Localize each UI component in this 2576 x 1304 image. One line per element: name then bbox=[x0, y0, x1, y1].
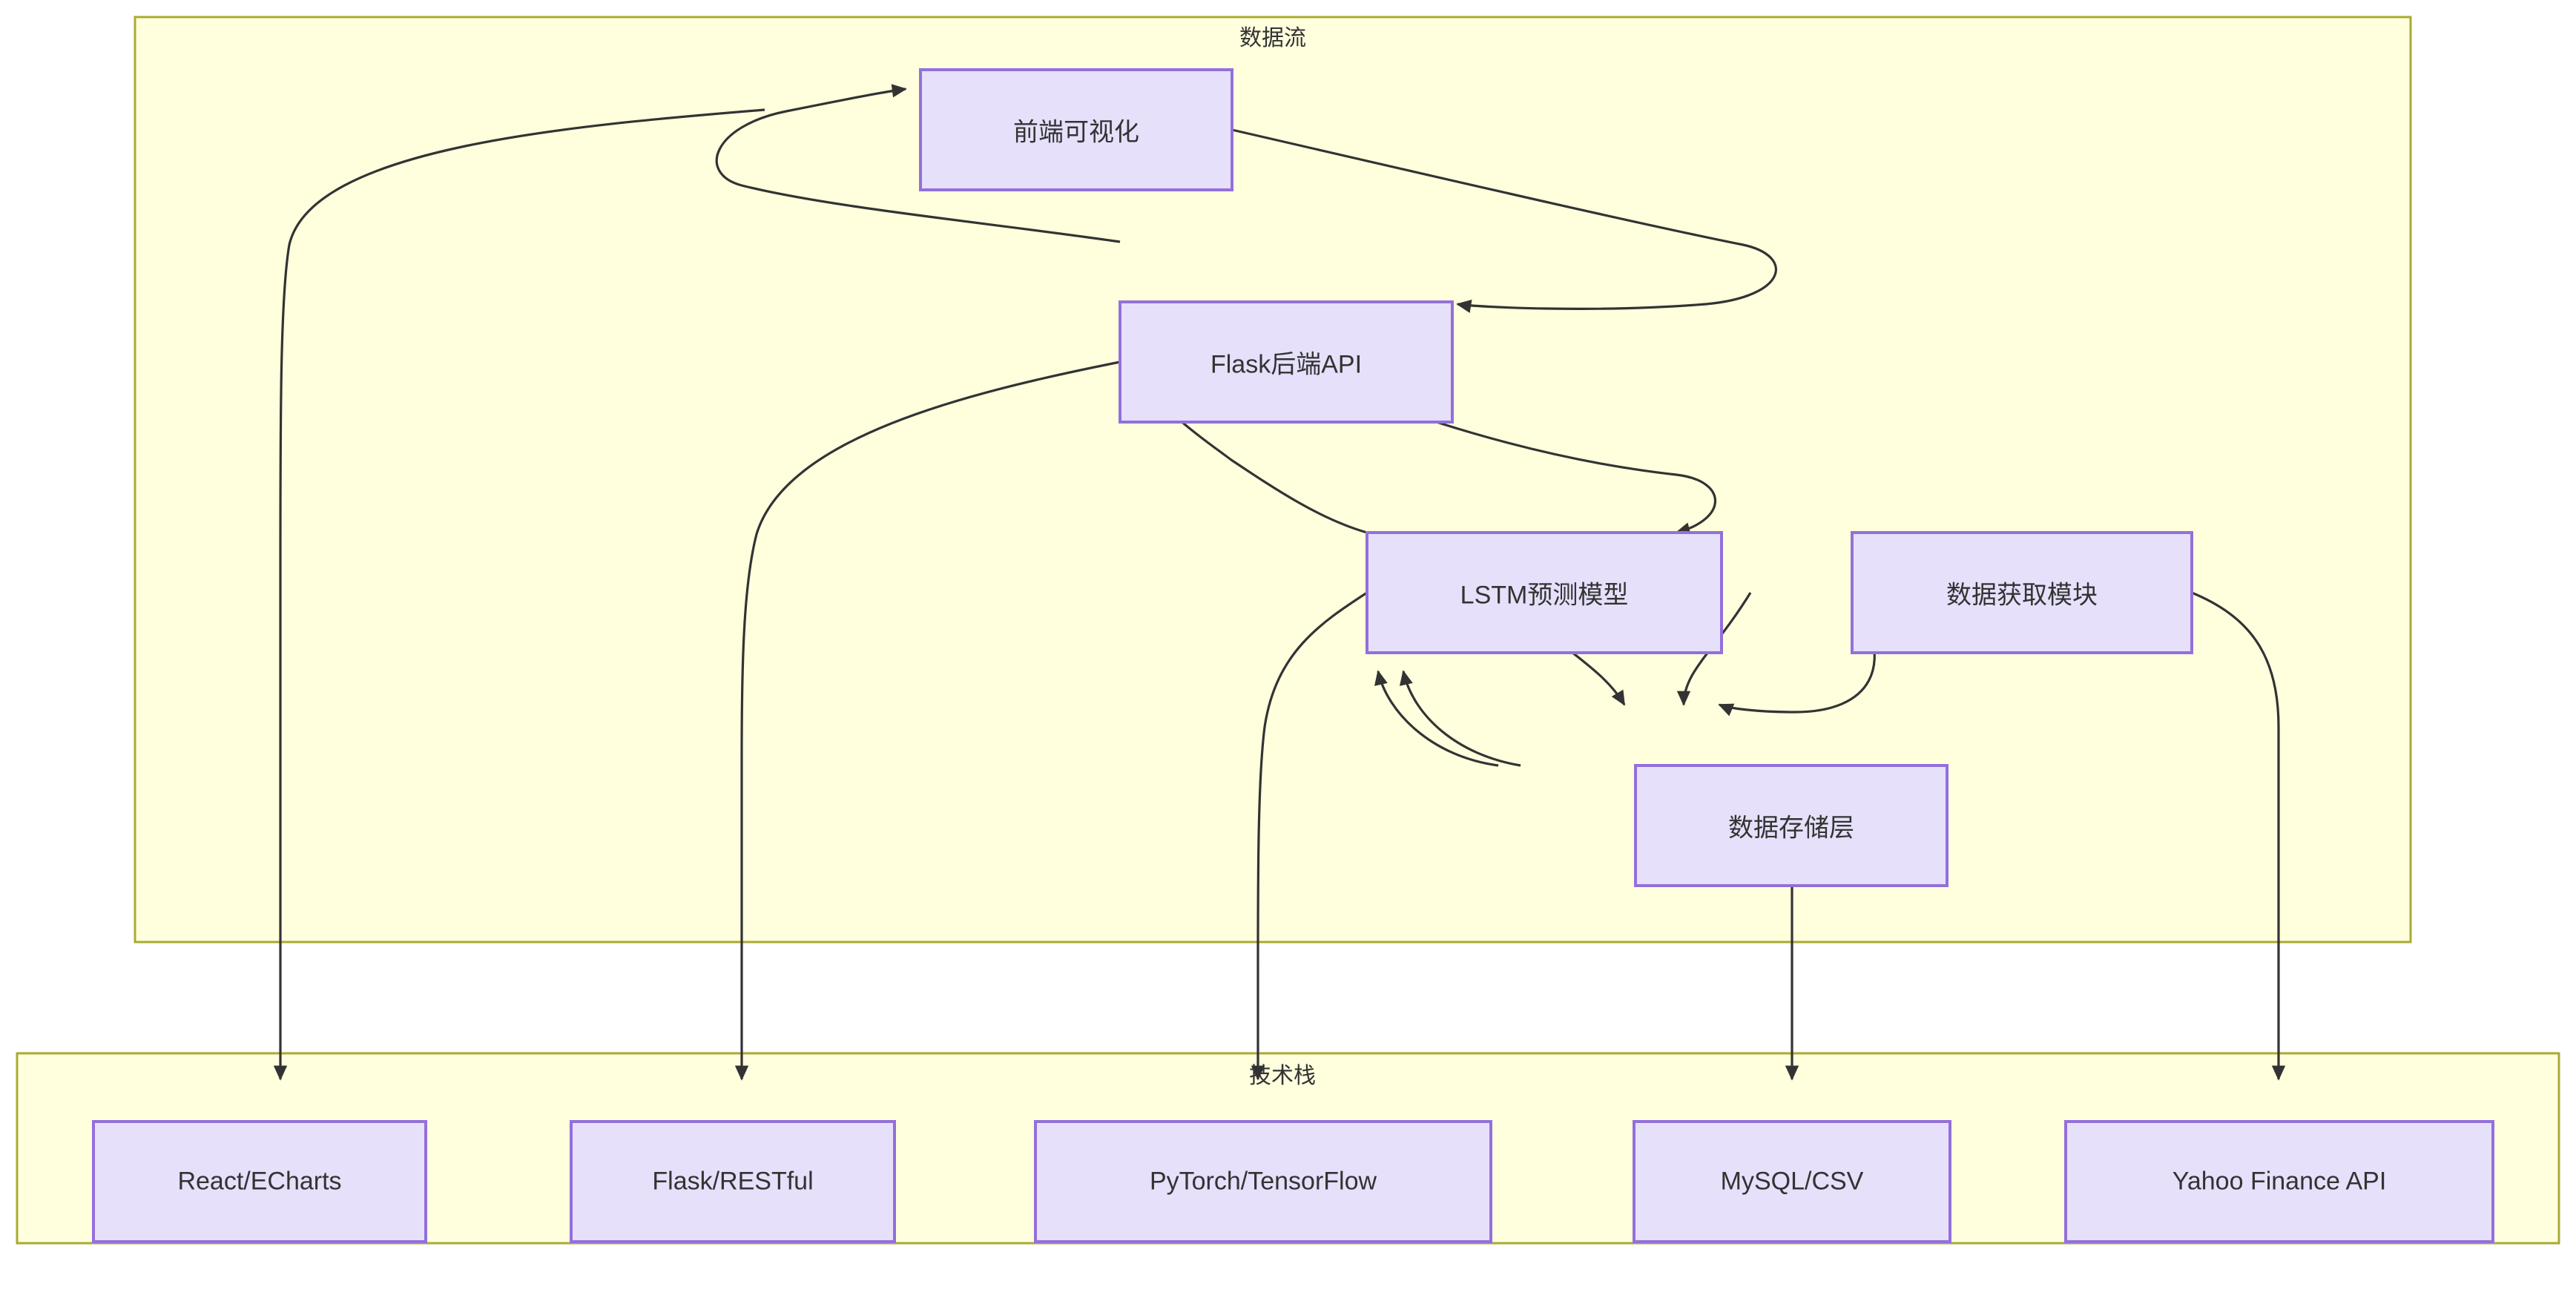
node-mysql[interactable] bbox=[1633, 1120, 1951, 1243]
cluster-dataflow bbox=[134, 16, 2412, 944]
edge-storage-to-lstm-a bbox=[1374, 670, 1499, 767]
cluster-dataflow-rect bbox=[134, 16, 2412, 944]
edge-fetch-to-storage bbox=[1676, 592, 1752, 706]
node-label-react: React/ECharts bbox=[177, 1167, 342, 1196]
cluster-label-dataflow: 数据流 bbox=[1239, 26, 1306, 50]
edge-flask-to-flaskrest bbox=[734, 360, 1121, 1081]
cluster-label-techstack: 技术栈 bbox=[1249, 1064, 1316, 1088]
node-fetch[interactable] bbox=[1851, 531, 2193, 654]
node-label-lstm: LSTM预测模型 bbox=[1460, 581, 1629, 610]
node-label-mysql: MySQL/CSV bbox=[1720, 1167, 1864, 1196]
node-label-flask: Flask后端API bbox=[1210, 350, 1363, 379]
edge-storage-to-lstm-b bbox=[1399, 670, 1521, 767]
edge-frontend-to-flask bbox=[1231, 128, 1777, 313]
edge-flask-to-frontend bbox=[715, 84, 1121, 243]
node-frontend[interactable] bbox=[919, 68, 1233, 191]
node-flask[interactable] bbox=[1119, 300, 1454, 424]
node-storage[interactable] bbox=[1634, 764, 1949, 887]
node-label-storage: 数据存储层 bbox=[1728, 814, 1854, 843]
node-label-flaskrest: Flask/RESTful bbox=[652, 1167, 814, 1196]
node-lstm[interactable] bbox=[1366, 531, 1723, 654]
node-react[interactable] bbox=[92, 1120, 427, 1243]
node-pytorch[interactable] bbox=[1034, 1120, 1492, 1243]
node-label-pytorch: PyTorch/TensorFlow bbox=[1149, 1167, 1377, 1196]
edge-fetch-to-yahoo bbox=[2191, 591, 2286, 1081]
nodes-group bbox=[92, 68, 2494, 1243]
edge-lstm-to-pytorch bbox=[1251, 591, 1368, 1081]
edge-frontend-to-react bbox=[273, 108, 765, 1081]
node-label-frontend: 前端可视化 bbox=[1013, 118, 1139, 147]
node-yahoo[interactable] bbox=[2064, 1120, 2494, 1243]
node-label-yahoo: Yahoo Finance API bbox=[2172, 1167, 2387, 1196]
node-label-fetch: 数据获取模块 bbox=[1946, 581, 2098, 610]
node-flaskrest[interactable] bbox=[570, 1120, 896, 1243]
